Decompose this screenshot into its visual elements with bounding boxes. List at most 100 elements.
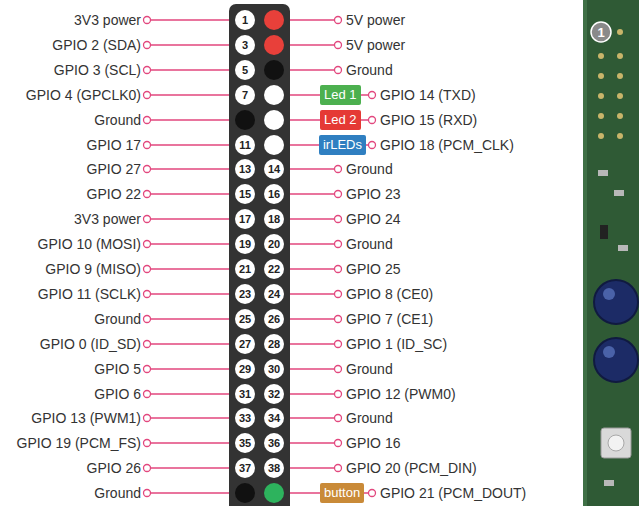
pin-number-text: 15: [239, 188, 251, 200]
pin-number-text: 1: [597, 25, 604, 40]
pin-label: GPIO 20 (PCM_DIN): [346, 459, 477, 477]
line-end: [144, 142, 151, 149]
pin-number: 29: [235, 359, 255, 379]
plain-pins: [235, 10, 284, 503]
pin-disc: [235, 309, 255, 329]
pin-disc: [235, 10, 255, 30]
pin-label: 3V3 power: [74, 210, 141, 228]
pin-label: GPIO 11 (SCLK): [38, 285, 141, 303]
board-pin-marker: 1: [590, 21, 612, 43]
pin-label: GPIO 24: [346, 210, 400, 228]
pad: [598, 133, 604, 139]
line-end: [335, 42, 342, 49]
line-end: [335, 341, 342, 348]
pin-label: GPIO 2 (SDA): [52, 36, 141, 54]
pin-number-text: 17: [239, 213, 251, 225]
ground-pin: [235, 110, 255, 130]
pin-label: Ground: [346, 61, 393, 79]
pin-disc: [235, 184, 255, 204]
pin-disc: [264, 234, 284, 254]
pin-number-text: 34: [268, 412, 280, 424]
pin-number: 15: [235, 184, 255, 204]
pad: [617, 113, 623, 119]
button-pin: [264, 483, 284, 503]
line-end: [335, 291, 342, 298]
pin-number: 26: [264, 309, 284, 329]
pin-number-text: 1: [242, 14, 248, 26]
pin-number: 27: [235, 334, 255, 354]
line-end: [335, 366, 342, 373]
power-pin: [264, 35, 284, 55]
pin-number-text: 31: [239, 388, 251, 400]
pad: [617, 133, 623, 139]
pin-number: 30: [264, 359, 284, 379]
pin-disc: [235, 334, 255, 354]
pin-label: GPIO 27: [87, 160, 141, 178]
line-end: [335, 440, 342, 447]
gpio-pin: [264, 135, 284, 155]
pin-disc: [235, 284, 255, 304]
pin-number: 13: [235, 159, 255, 179]
ir-led: [594, 338, 638, 382]
pin-number: 32: [264, 384, 284, 404]
pad: [598, 53, 604, 59]
pin-number-text: 7: [242, 89, 248, 101]
line-end: [369, 92, 376, 99]
pin-disc: [264, 184, 284, 204]
board-pcb: [583, 0, 639, 506]
pin-label: GPIO 18 (PCM_CLK): [380, 136, 514, 154]
pin-number-text: 3: [242, 39, 248, 51]
pin-label: Ground: [346, 160, 393, 178]
pin-number-text: 22: [268, 263, 280, 275]
pad: [598, 93, 604, 99]
pin-disc: [235, 135, 255, 155]
pin-number: 7: [235, 85, 255, 105]
line-end: [144, 92, 151, 99]
smd-part: [604, 480, 614, 486]
line-end: [144, 191, 151, 198]
pin-number-text: 13: [239, 163, 251, 175]
pin-number-text: 26: [268, 313, 280, 325]
pin-label: GPIO 5: [94, 360, 141, 378]
smd-part: [618, 245, 628, 251]
pin-number-text: 30: [268, 363, 280, 375]
pin-number: 22: [264, 259, 284, 279]
pin-disc: [235, 359, 255, 379]
pin-number: 38: [264, 458, 284, 478]
pin-label: GPIO 4 (GPCLK0): [26, 86, 141, 104]
pin-number: 3: [235, 35, 255, 55]
line-end: [335, 465, 342, 472]
line-end: [144, 67, 151, 74]
pin-disc: [235, 85, 255, 105]
callout-box: Led 2: [320, 110, 361, 130]
pin-number: 17: [235, 209, 255, 229]
board-photo: [583, 0, 639, 506]
pin-number-text: 35: [239, 437, 251, 449]
line-end: [369, 490, 376, 497]
pin-number-text: 5: [242, 64, 248, 76]
line-end: [335, 67, 342, 74]
pin-label: Ground: [346, 235, 393, 253]
pin-label: GPIO 16: [346, 434, 400, 452]
pin-number-text: 18: [268, 213, 280, 225]
pin-label: GPIO 7 (CE1): [346, 310, 433, 328]
line-end: [335, 391, 342, 398]
pin-number-text: 19: [239, 238, 251, 250]
pin-disc: [264, 284, 284, 304]
smd-part: [598, 170, 608, 176]
pin-number: 25: [235, 309, 255, 329]
pin-label: Ground: [346, 409, 393, 427]
pin-number: 34: [264, 408, 284, 428]
smd-part: [614, 190, 624, 196]
pin-label: GPIO 9 (MISO): [45, 260, 141, 278]
line-end: [144, 17, 151, 24]
pin-label: 3V3 power: [74, 11, 141, 29]
pin-label: Ground: [94, 310, 141, 328]
pin-label: GPIO 12 (PWM0): [346, 385, 456, 403]
line-end: [144, 316, 151, 323]
line-end: [144, 117, 151, 124]
pin-disc: [264, 159, 284, 179]
line-end: [369, 117, 376, 124]
line-end: [335, 166, 342, 173]
callout-box: irLEDs: [319, 135, 366, 155]
